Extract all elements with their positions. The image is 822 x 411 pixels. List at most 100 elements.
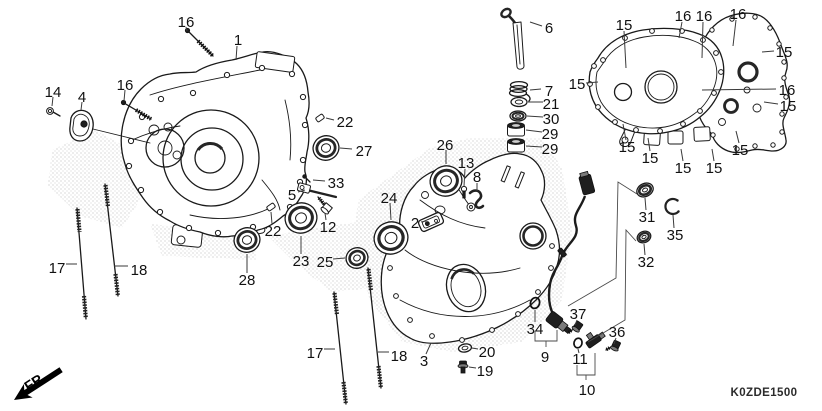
part-9-sensor-cable bbox=[545, 170, 596, 334]
callout-leader-33 bbox=[312, 179, 326, 182]
callout-29: 29 bbox=[542, 126, 559, 143]
callout-28: 28 bbox=[239, 272, 256, 289]
part-23-bearing bbox=[284, 202, 318, 234]
callout-leader-22 bbox=[325, 117, 335, 121]
callout-19: 19 bbox=[477, 363, 494, 380]
callout-6: 6 bbox=[545, 20, 553, 37]
callout-leader-3 bbox=[425, 342, 432, 355]
callout-8: 8 bbox=[473, 169, 481, 186]
callout-10: 10 bbox=[579, 382, 596, 399]
callout-36: 36 bbox=[609, 324, 626, 341]
callout-3: 3 bbox=[420, 353, 428, 370]
callout-15: 15 bbox=[616, 17, 633, 34]
callout-leader-6 bbox=[529, 21, 543, 27]
part-4-plate bbox=[69, 109, 151, 144]
callout-4: 4 bbox=[78, 89, 86, 106]
part-22-dowel-b bbox=[266, 202, 276, 212]
callout-15: 15 bbox=[642, 150, 659, 167]
callout-16: 16 bbox=[178, 14, 195, 31]
part-34-oring bbox=[529, 296, 541, 310]
callout-16: 16 bbox=[730, 6, 747, 23]
left-crankcase bbox=[120, 51, 310, 248]
callout-18: 18 bbox=[391, 348, 408, 365]
callout-leader-16 bbox=[701, 88, 777, 91]
part-32-seal bbox=[636, 230, 652, 244]
callout-leader-16 bbox=[701, 21, 704, 59]
callout-leader-20 bbox=[471, 347, 479, 350]
part-19-bolt bbox=[457, 360, 469, 374]
callout-23: 23 bbox=[293, 253, 310, 270]
callout-leader-30 bbox=[526, 115, 544, 118]
part-24-bearing bbox=[373, 221, 409, 255]
fr-direction-arrow: FR. bbox=[14, 367, 63, 400]
callout-leader-15 bbox=[623, 30, 627, 69]
callout-leader-29 bbox=[525, 129, 543, 133]
callout-5: 5 bbox=[288, 187, 296, 204]
callout-leader-12 bbox=[324, 212, 327, 221]
callout-15: 15 bbox=[675, 160, 692, 177]
callout-33: 33 bbox=[328, 175, 345, 192]
part-28-bearing bbox=[233, 227, 261, 253]
part-25-seal bbox=[345, 247, 369, 269]
callout-15: 15 bbox=[780, 98, 797, 115]
callout-37: 37 bbox=[570, 306, 587, 323]
callout-29: 29 bbox=[542, 141, 559, 158]
part-12-bolt bbox=[317, 196, 333, 215]
part-27-bearing bbox=[312, 135, 340, 161]
callout-leader-2 bbox=[420, 220, 427, 223]
callout-leader-24 bbox=[389, 202, 392, 221]
cover-bolt-holes bbox=[709, 14, 789, 152]
part-33-pin bbox=[302, 174, 311, 183]
part-18-stud-left bbox=[103, 183, 120, 297]
leader-extras bbox=[534, 181, 638, 380]
callout-15: 15 bbox=[569, 76, 586, 93]
callout-leader-7 bbox=[529, 88, 542, 91]
part-5-joint bbox=[297, 182, 338, 199]
callout-31: 31 bbox=[639, 209, 656, 226]
callout-13: 13 bbox=[458, 155, 475, 172]
callout-25: 25 bbox=[317, 254, 334, 271]
callout-30: 30 bbox=[543, 111, 560, 128]
callout-leader-36 bbox=[613, 337, 617, 345]
callout-2: 2 bbox=[411, 215, 419, 232]
callout-16: 16 bbox=[779, 82, 796, 99]
callout-15: 15 bbox=[619, 139, 636, 156]
callout-leader-29 bbox=[525, 145, 543, 148]
callout-leader-1 bbox=[235, 45, 238, 61]
callout-leader-16 bbox=[732, 19, 737, 47]
callout-leader-16 bbox=[123, 89, 126, 102]
part-29-roller-b bbox=[507, 138, 525, 153]
part-10-sensor bbox=[585, 331, 606, 349]
callout-leader-35 bbox=[672, 214, 675, 229]
callout-leader-11 bbox=[577, 348, 580, 354]
callout-leader-15 bbox=[711, 148, 715, 162]
callout-14: 14 bbox=[45, 84, 62, 101]
callout-leader-16 bbox=[678, 21, 683, 39]
callout-leader-13 bbox=[463, 168, 466, 187]
part-16-screw-b bbox=[120, 99, 153, 121]
part-30-seal bbox=[509, 110, 527, 122]
callout-leader-37 bbox=[574, 319, 578, 326]
part-17-stud-right bbox=[332, 291, 348, 405]
callout-leader-27 bbox=[339, 147, 353, 150]
callout-leader-lines bbox=[51, 19, 779, 369]
part-2-plate bbox=[417, 211, 445, 233]
part-29-roller-a bbox=[507, 122, 525, 137]
callout-leader-5 bbox=[297, 189, 306, 193]
callout-leader-15 bbox=[761, 50, 775, 53]
callout-34: 34 bbox=[527, 321, 544, 338]
callout-12: 12 bbox=[320, 219, 337, 236]
callout-15: 15 bbox=[732, 142, 749, 159]
part-31-seal bbox=[636, 182, 654, 198]
part-6-dipstick bbox=[500, 7, 525, 70]
part-21-washer bbox=[510, 96, 528, 108]
callout-leader-25 bbox=[332, 257, 346, 260]
callout-17: 17 bbox=[307, 345, 324, 362]
callout-16: 16 bbox=[117, 77, 134, 94]
callout-leader-15 bbox=[585, 81, 599, 84]
part-11-oring bbox=[573, 337, 583, 349]
diagram-code: K0ZDE1500 bbox=[731, 387, 798, 399]
